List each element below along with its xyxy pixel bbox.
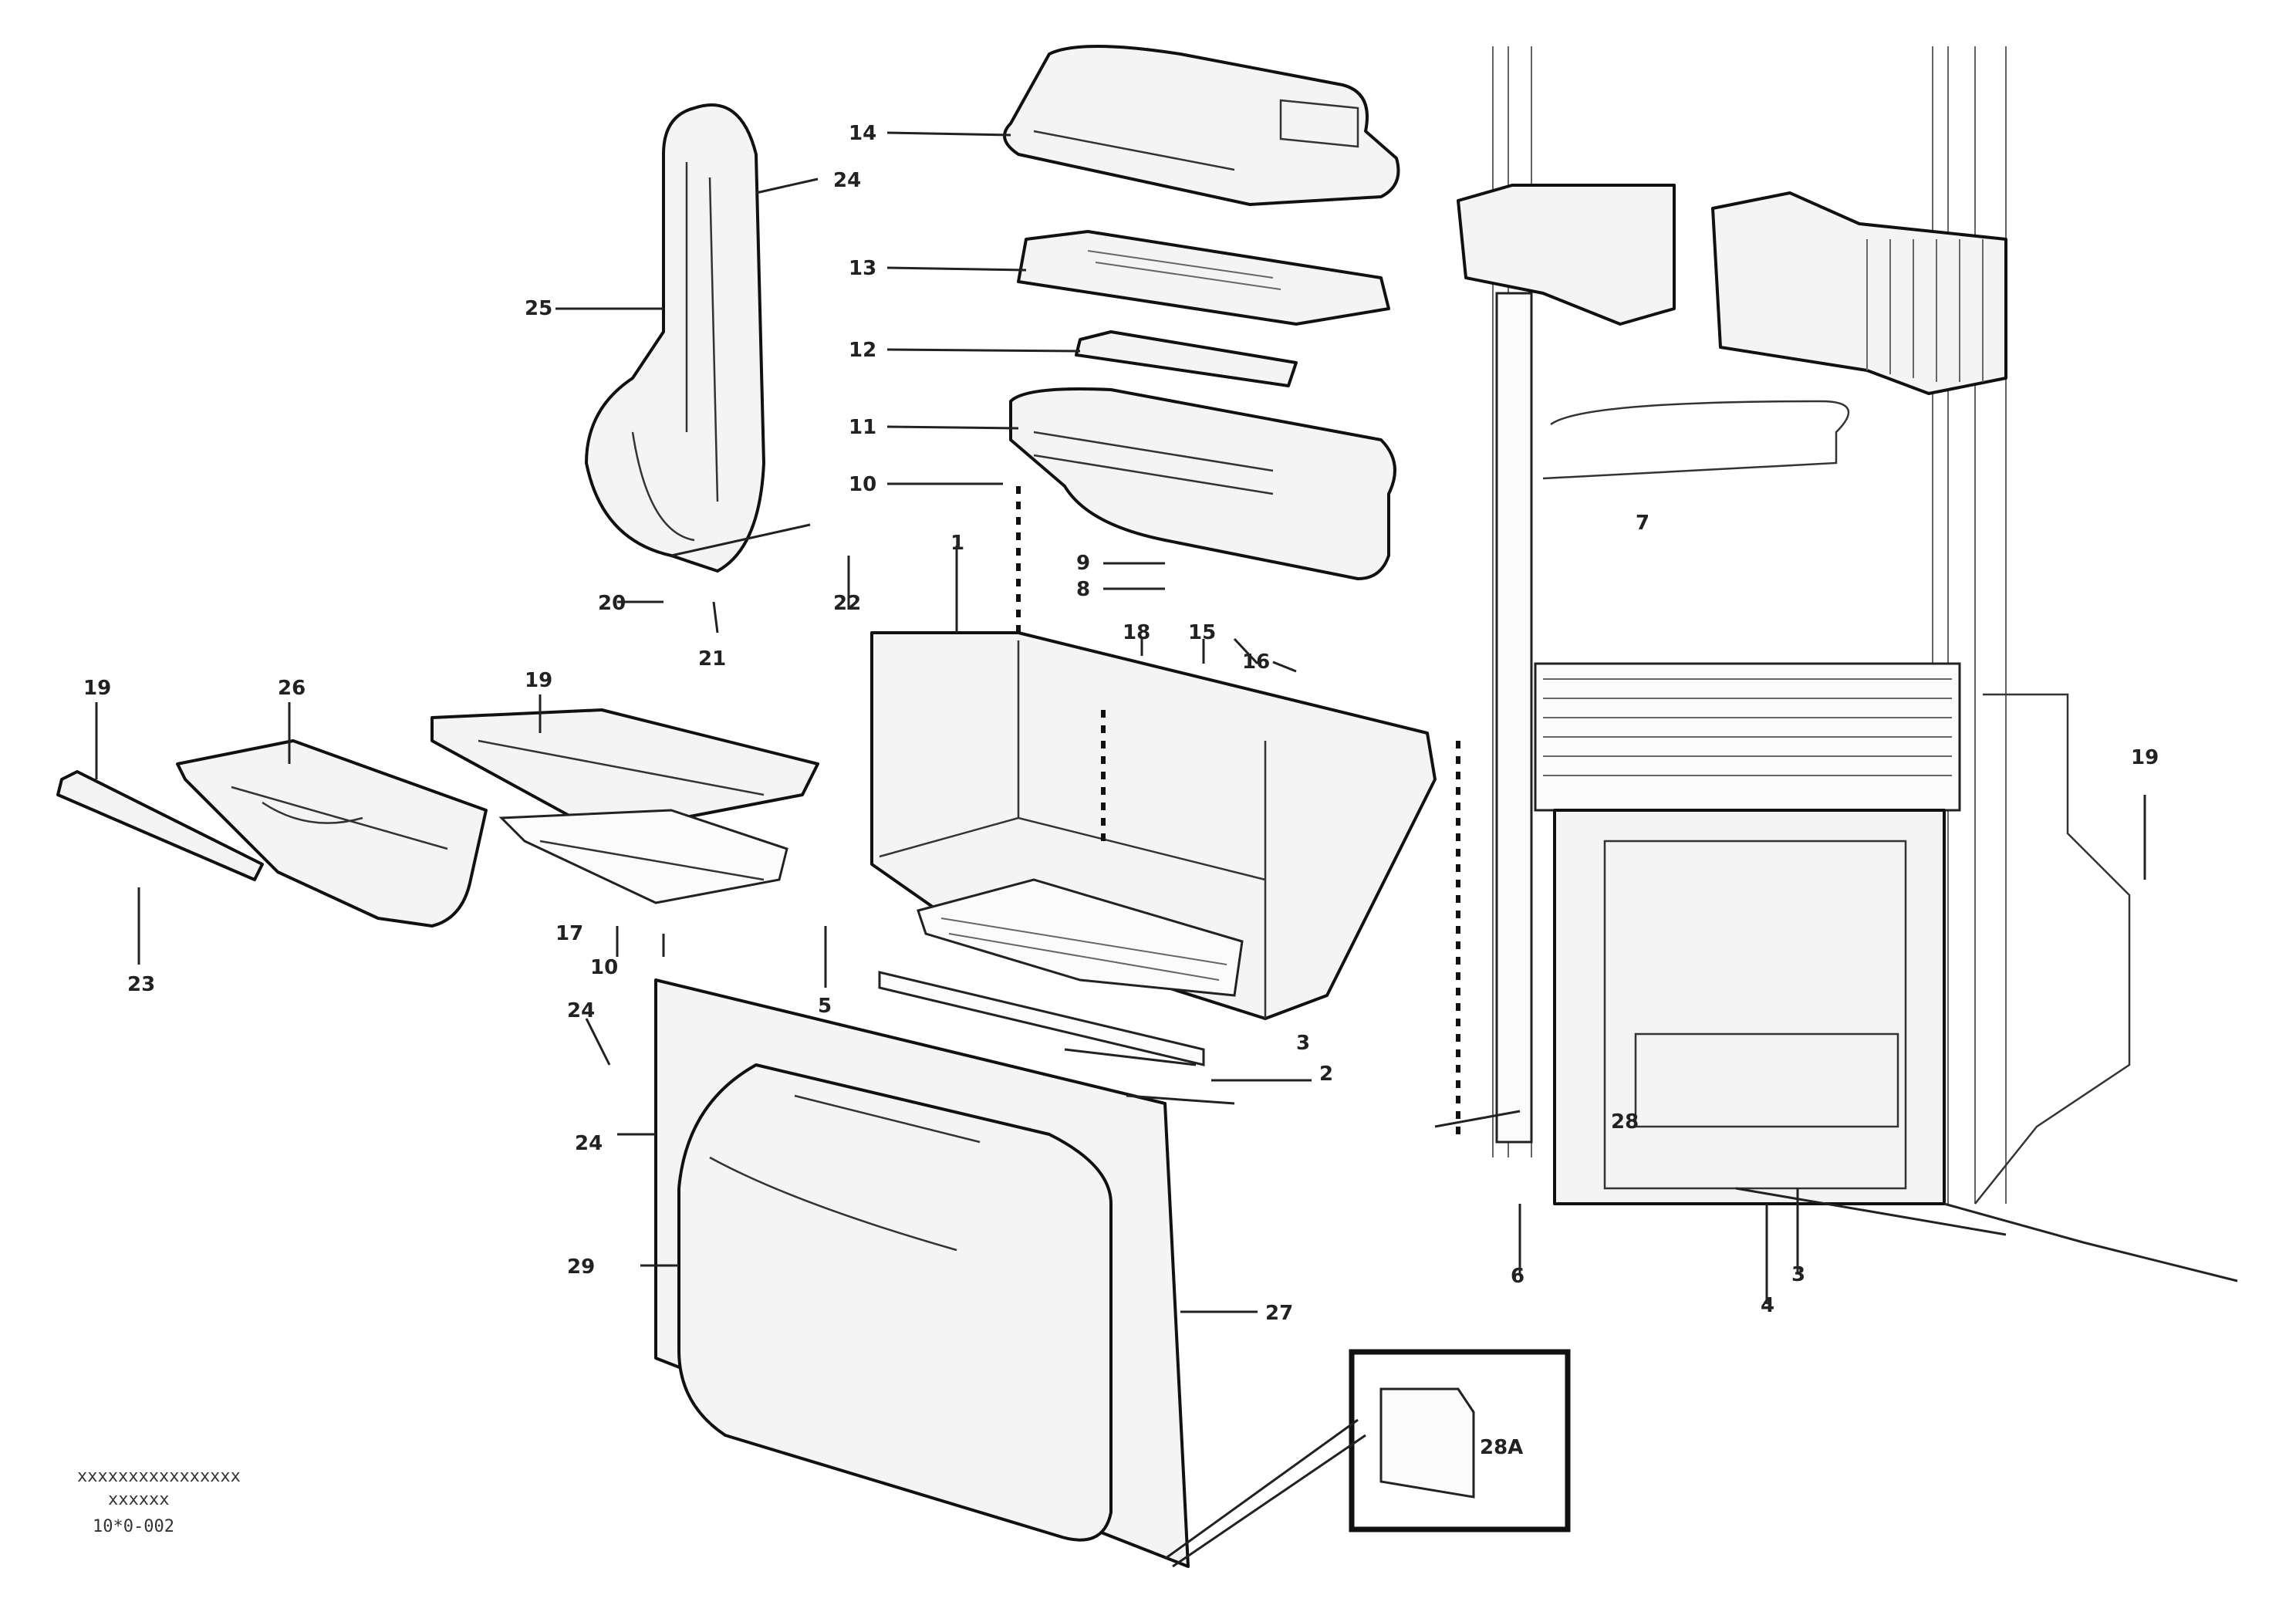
stamp-line-3: 10*0-002 bbox=[93, 1517, 174, 1536]
callout-2: 2 bbox=[1319, 1063, 1333, 1086]
callout-14: 14 bbox=[849, 122, 876, 145]
callout-11: 11 bbox=[849, 416, 876, 439]
callout-21: 21 bbox=[698, 647, 726, 671]
callout-5: 5 bbox=[818, 995, 832, 1018]
door-part bbox=[654, 978, 1190, 1568]
step-bar-part bbox=[56, 770, 264, 881]
callout-20: 20 bbox=[598, 592, 626, 615]
callout-23: 23 bbox=[127, 973, 155, 996]
top-right-part-a bbox=[1457, 184, 1676, 326]
callout-24: 24 bbox=[833, 169, 861, 192]
leader-lines bbox=[95, 131, 2146, 1313]
callout-18: 18 bbox=[1123, 621, 1150, 644]
callout-26: 26 bbox=[278, 677, 306, 700]
callout-24-c: 24 bbox=[575, 1132, 603, 1155]
stamp-line-1: xxxxxxxxxxxxxxxx bbox=[77, 1467, 241, 1486]
handle-part bbox=[585, 103, 765, 573]
callout-12: 12 bbox=[849, 339, 876, 362]
callout-15: 15 bbox=[1188, 621, 1216, 644]
callout-27: 27 bbox=[1265, 1302, 1293, 1325]
callout-28a: 28A bbox=[1480, 1436, 1523, 1459]
stamp-line-2: xxxxxx bbox=[108, 1490, 169, 1509]
callout-17: 17 bbox=[555, 922, 583, 945]
callout-4: 4 bbox=[1761, 1294, 1774, 1317]
callout-19-b: 19 bbox=[525, 669, 552, 692]
callout-25: 25 bbox=[525, 297, 552, 320]
callout-10: 10 bbox=[849, 473, 876, 496]
callout-6: 6 bbox=[1511, 1265, 1524, 1288]
callout-3-b: 3 bbox=[1791, 1263, 1805, 1286]
detail-inset bbox=[1164, 1349, 1571, 1568]
callout-3: 3 bbox=[1296, 1032, 1310, 1055]
callout-9: 9 bbox=[1076, 552, 1090, 575]
callout-16: 16 bbox=[1242, 650, 1270, 674]
callout-19: 19 bbox=[83, 677, 111, 700]
drawing-stamp: xxxxxxxxxxxxxxxx xxxxxx 10*0-002 bbox=[77, 1467, 241, 1536]
callout-labels: 14 24 13 12 11 10 25 1 9 8 20 21 22 18 1… bbox=[83, 122, 2159, 1459]
callout-7: 7 bbox=[1636, 512, 1649, 535]
callout-19-c: 19 bbox=[2131, 746, 2159, 769]
callout-22: 22 bbox=[833, 592, 861, 615]
floor-plate-part bbox=[430, 708, 819, 904]
callout-24-b: 24 bbox=[567, 999, 595, 1022]
center-box-part bbox=[870, 486, 1460, 1142]
callout-29: 29 bbox=[567, 1255, 595, 1279]
callout-8: 8 bbox=[1076, 578, 1090, 601]
machine-frame bbox=[1492, 46, 2238, 1282]
filter-element-part bbox=[1075, 330, 1298, 387]
housing-part bbox=[1009, 387, 1396, 580]
floor-mat-part bbox=[176, 739, 488, 928]
callout-13: 13 bbox=[849, 257, 876, 280]
filter-panel-part bbox=[1017, 230, 1390, 326]
callout-1: 1 bbox=[950, 532, 964, 555]
top-right-part-b bbox=[1711, 191, 2007, 395]
cab-roof-part bbox=[1003, 45, 1400, 206]
callout-10-b: 10 bbox=[590, 956, 618, 979]
callout-28: 28 bbox=[1611, 1110, 1639, 1134]
